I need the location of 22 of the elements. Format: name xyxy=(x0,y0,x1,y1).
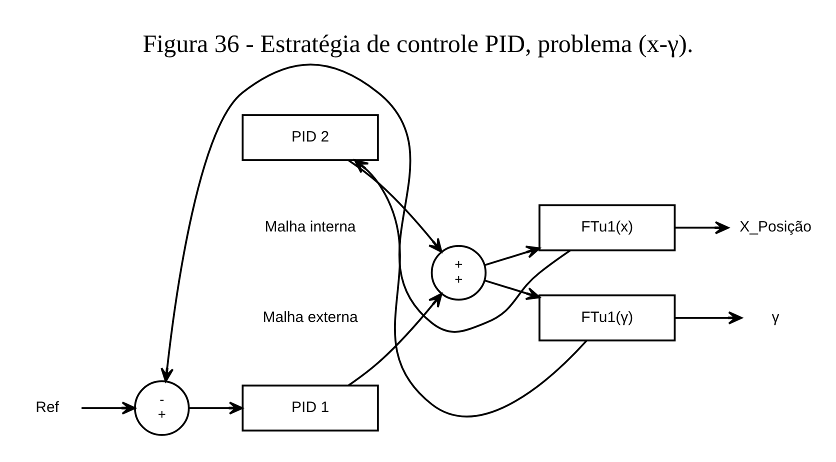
diagram-title: Figura 36 - Estratégia de controle PID, problema (x-γ). xyxy=(142,31,694,58)
node-box: FTu1(γ) xyxy=(538,294,676,342)
label: Malha externa xyxy=(262,308,358,326)
arrow xyxy=(82,402,136,415)
arrow xyxy=(160,64,571,382)
node-text: Ref xyxy=(36,398,59,416)
arrow xyxy=(674,221,730,234)
node-text: γ xyxy=(772,308,780,326)
node-circle: - + xyxy=(134,380,190,436)
arrow xyxy=(348,292,442,386)
node-box: FTu1(x) xyxy=(538,204,676,252)
node-box: PID 2 xyxy=(242,114,379,162)
node-text: X_Posição xyxy=(740,218,812,236)
label: Malha interna xyxy=(264,218,356,236)
arrow xyxy=(674,311,742,324)
arrow xyxy=(354,159,588,418)
node-circle: + + xyxy=(430,244,487,301)
arrow xyxy=(188,402,244,415)
arrow xyxy=(484,280,540,300)
arrow xyxy=(348,160,442,253)
arrow xyxy=(484,246,540,266)
node-box: PID 1 xyxy=(242,384,379,432)
